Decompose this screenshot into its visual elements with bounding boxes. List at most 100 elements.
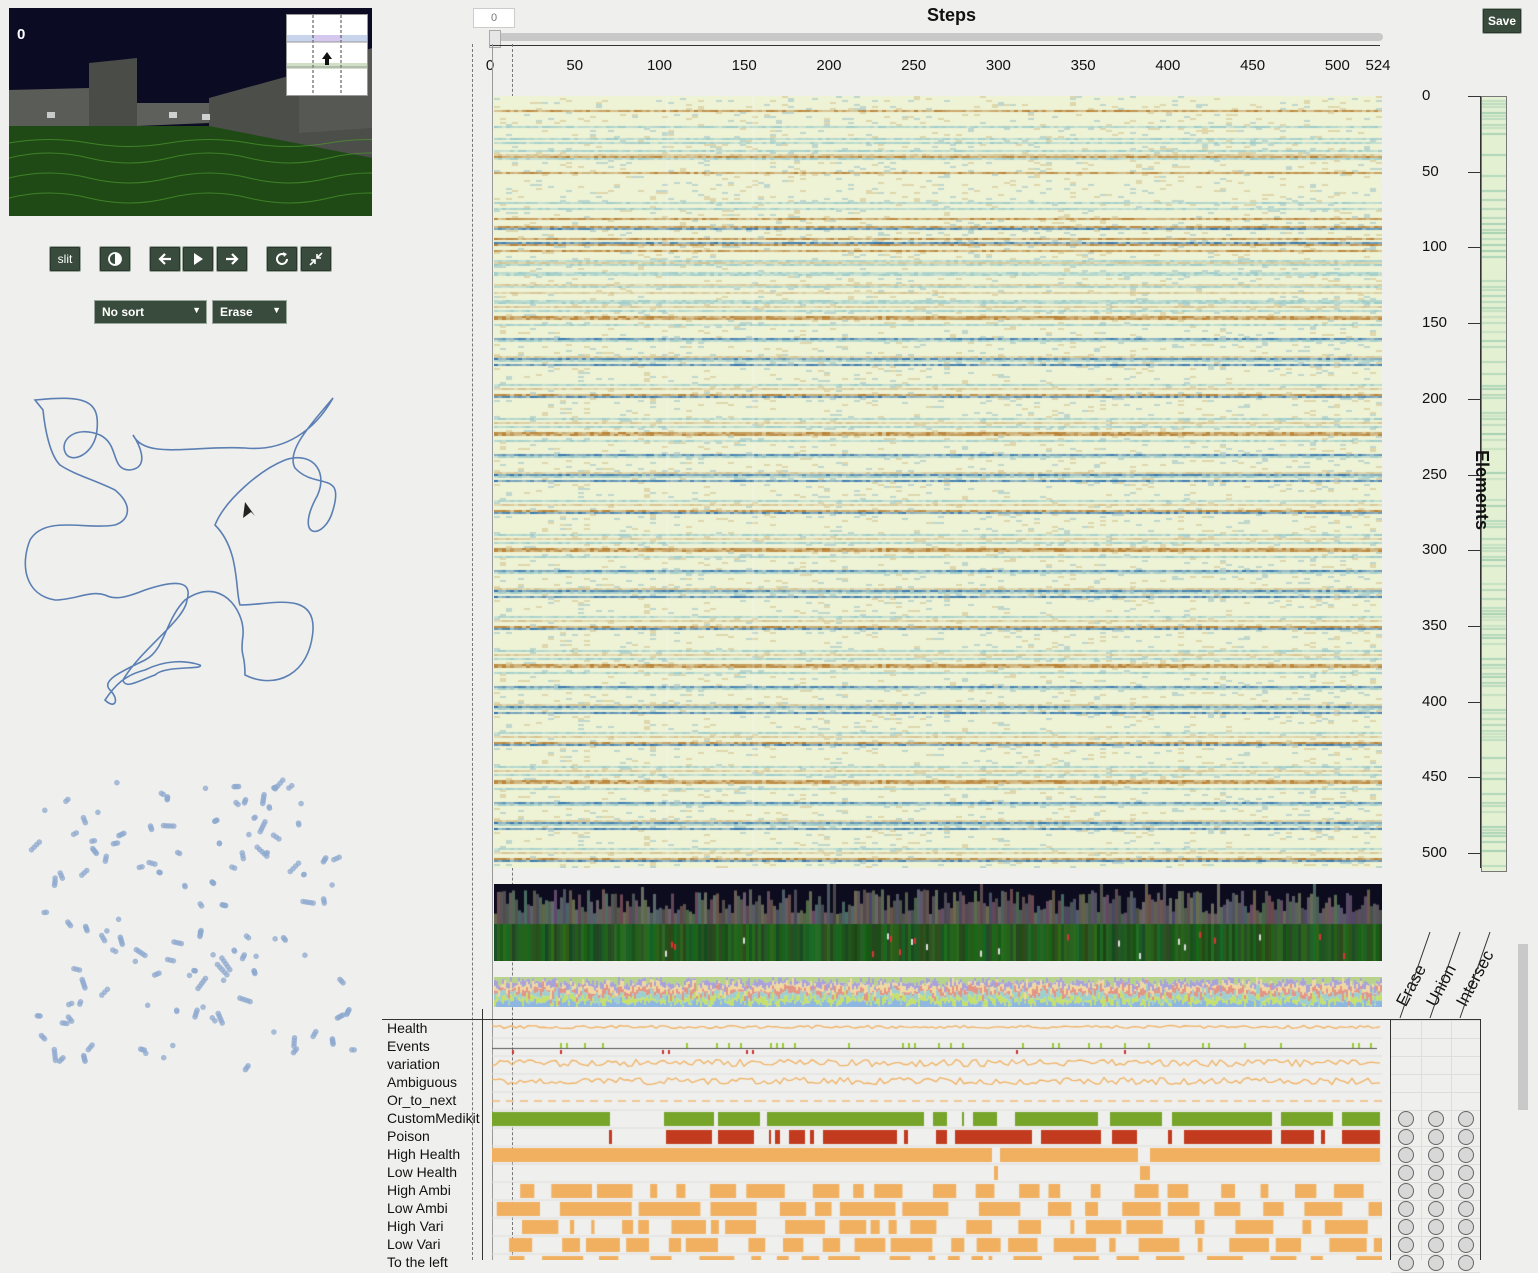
embedding-point[interactable] <box>310 900 317 906</box>
embedding-point[interactable] <box>197 933 203 940</box>
embedding-point[interactable] <box>331 856 337 863</box>
set-op-erase-toggle[interactable] <box>1398 1201 1414 1217</box>
set-op-union-toggle[interactable] <box>1428 1111 1444 1127</box>
embedding-point[interactable] <box>239 850 245 856</box>
embedding-point[interactable] <box>266 804 272 810</box>
prev-step-button[interactable] <box>149 246 181 272</box>
action-distribution-strip[interactable] <box>494 977 1382 1007</box>
collapse-button[interactable] <box>300 246 332 272</box>
embedding-point[interactable] <box>298 800 304 807</box>
embedding-point[interactable] <box>178 940 185 947</box>
step-slider-handle[interactable] <box>489 30 501 48</box>
embedding-point[interactable] <box>329 1036 336 1042</box>
embedding-point[interactable] <box>82 1058 88 1064</box>
embedding-point[interactable] <box>192 1014 198 1020</box>
embedding-point[interactable] <box>271 1029 277 1035</box>
embedding-point[interactable] <box>210 952 216 958</box>
embedding-point[interactable] <box>219 1020 225 1026</box>
embedding-point[interactable] <box>202 785 209 792</box>
embedding-point[interactable] <box>101 937 108 944</box>
set-op-union-toggle[interactable] <box>1428 1147 1444 1163</box>
element-embedding-scatter[interactable] <box>18 765 363 1080</box>
embedding-point[interactable] <box>235 783 242 790</box>
embedding-point[interactable] <box>247 998 253 1005</box>
embedding-point[interactable] <box>276 836 282 842</box>
embedding-point[interactable] <box>141 1047 148 1053</box>
embedding-point[interactable] <box>264 849 271 856</box>
set-op-erase-toggle[interactable] <box>1398 1255 1414 1271</box>
embedding-point[interactable] <box>192 968 199 974</box>
embedding-point[interactable] <box>231 865 238 871</box>
set-op-erase-toggle[interactable] <box>1398 1111 1414 1127</box>
embedding-point[interactable] <box>351 1047 358 1053</box>
embedding-point[interactable] <box>51 1046 58 1053</box>
embedding-point[interactable] <box>41 909 47 916</box>
contrast-button[interactable] <box>99 246 131 272</box>
set-op-erase-toggle[interactable] <box>1398 1183 1414 1199</box>
embedding-point[interactable] <box>51 882 58 889</box>
embedding-point[interactable] <box>63 798 69 805</box>
embedding-point[interactable] <box>170 1042 176 1049</box>
set-op-union-toggle[interactable] <box>1428 1129 1444 1145</box>
embedding-point[interactable] <box>222 902 229 909</box>
embedding-point[interactable] <box>174 849 181 856</box>
embedding-point[interactable] <box>142 952 148 959</box>
embedding-point[interactable] <box>219 955 225 961</box>
embedding-point[interactable] <box>65 1014 72 1020</box>
elements-overview-bar[interactable] <box>1481 96 1507 872</box>
embedding-point[interactable] <box>164 956 171 963</box>
embedding-point[interactable] <box>181 882 188 889</box>
embedding-point[interactable] <box>147 823 154 829</box>
embedding-point[interactable] <box>198 903 205 909</box>
embedding-point[interactable] <box>241 952 248 958</box>
embedding-point[interactable] <box>160 822 167 829</box>
embedding-point[interactable] <box>36 839 43 845</box>
embedding-point[interactable] <box>114 779 120 786</box>
embedding-point[interactable] <box>257 828 263 835</box>
frame-thumbnail-strip[interactable] <box>494 884 1382 961</box>
embedding-point[interactable] <box>152 861 158 867</box>
embedding-point[interactable] <box>209 879 215 885</box>
embedding-point[interactable] <box>259 800 266 807</box>
embedding-point[interactable] <box>289 782 295 789</box>
set-op-erase-toggle[interactable] <box>1398 1129 1414 1145</box>
embedding-point[interactable] <box>211 818 218 825</box>
embedding-point[interactable] <box>202 975 209 982</box>
embedding-point[interactable] <box>251 815 257 821</box>
embedding-point[interactable] <box>73 830 80 836</box>
set-op-intersec-toggle[interactable] <box>1458 1237 1474 1253</box>
embedding-point[interactable] <box>302 952 308 958</box>
embedding-point[interactable] <box>79 976 85 983</box>
embedding-point[interactable] <box>300 871 307 878</box>
set-op-union-toggle[interactable] <box>1428 1165 1444 1181</box>
set-op-intersec-toggle[interactable] <box>1458 1219 1474 1235</box>
embedding-point[interactable] <box>59 875 66 881</box>
set-op-intersec-toggle[interactable] <box>1458 1165 1474 1181</box>
reload-button[interactable] <box>266 246 298 272</box>
set-op-intersec-toggle[interactable] <box>1458 1183 1474 1199</box>
set-op-union-toggle[interactable] <box>1428 1237 1444 1253</box>
embedding-point[interactable] <box>214 961 221 968</box>
embedding-point[interactable] <box>241 800 248 806</box>
embedding-point[interactable] <box>156 970 162 976</box>
embedding-point[interactable] <box>295 820 302 826</box>
set-op-intersec-toggle[interactable] <box>1458 1255 1474 1271</box>
embedding-point[interactable] <box>158 790 165 797</box>
embedding-point[interactable] <box>313 1028 319 1035</box>
set-op-union-toggle[interactable] <box>1428 1201 1444 1217</box>
set-op-intersec-toggle[interactable] <box>1458 1201 1474 1217</box>
embedding-point[interactable] <box>252 970 258 977</box>
embedding-point[interactable] <box>323 855 329 861</box>
set-op-intersec-toggle[interactable] <box>1458 1111 1474 1127</box>
embedding-point[interactable] <box>115 916 122 923</box>
embedding-point[interactable] <box>329 882 335 888</box>
embedding-point[interactable] <box>117 934 124 940</box>
embedding-point[interactable] <box>66 1001 72 1008</box>
slit-button[interactable]: slit <box>49 246 81 272</box>
step-slider-track[interactable] <box>492 33 1383 41</box>
embedding-point[interactable] <box>216 840 223 847</box>
embedding-point[interactable] <box>59 1020 66 1026</box>
embedding-point[interactable] <box>114 840 121 846</box>
embedding-point[interactable] <box>220 977 227 984</box>
embedding-point[interactable] <box>85 1046 92 1053</box>
